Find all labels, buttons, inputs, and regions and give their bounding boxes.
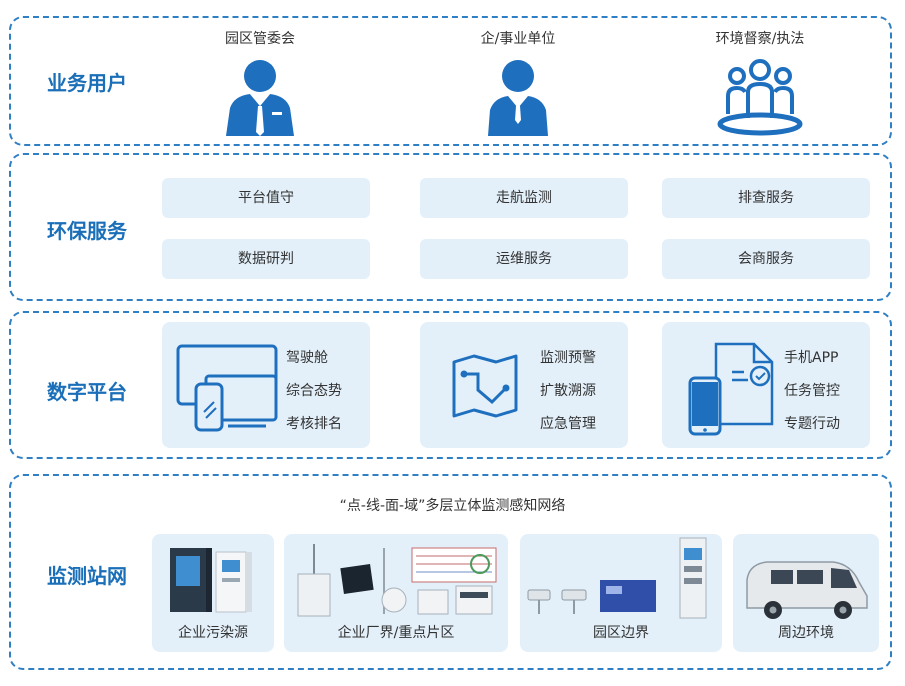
platform-title: 数字平台 — [47, 380, 127, 404]
platform-item[interactable]: 扩散溯源 — [540, 383, 596, 399]
site-enterprise-source: 企业污染源 — [152, 534, 274, 652]
group-icon — [717, 59, 803, 136]
official-person-icon — [226, 60, 294, 136]
site-label: 园区边界 — [593, 625, 649, 641]
business-person-icon — [488, 60, 548, 136]
service-consultation[interactable]: 会商服务 — [662, 239, 870, 279]
user-label: 环境督察/执法 — [715, 31, 805, 47]
services-panel — [9, 153, 892, 301]
user-inspection: 环境督察/执法 — [670, 28, 850, 136]
user-label: 园区管委会 — [225, 31, 295, 47]
platform-dashboard-group: 驾驶舱 综合态势 考核排名 — [162, 322, 370, 448]
network-panel — [9, 474, 892, 670]
site-enterprise-boundary: 企业厂界/重点片区 — [284, 534, 508, 652]
site-park-boundary: 园区边界 — [520, 534, 722, 652]
platform-item[interactable]: 手机APP — [784, 350, 839, 366]
service-mobile-monitoring[interactable]: 走航监测 — [420, 178, 628, 218]
boundary-equipment-icon — [297, 544, 497, 617]
user-park-committee: 园区管委会 — [170, 28, 350, 136]
mobile-app-icon — [688, 342, 774, 436]
users-panel — [9, 16, 892, 146]
network-title: 监测站网 — [47, 564, 127, 588]
users-title: 业务用户 — [47, 71, 127, 95]
optical-monitor-icon — [527, 537, 707, 619]
service-data-analysis[interactable]: 数据研判 — [162, 239, 370, 279]
platform-mobile-group: 手机APP 任务管控 专题行动 — [662, 322, 870, 448]
platform-item[interactable]: 考核排名 — [286, 416, 342, 432]
platform-panel — [9, 311, 892, 459]
site-label: 周边环境 — [778, 625, 834, 641]
monitoring-vehicle-icon — [746, 561, 868, 619]
site-label: 企业污染源 — [178, 625, 248, 641]
user-label: 企/事业单位 — [480, 31, 556, 47]
platform-item[interactable]: 应急管理 — [540, 416, 596, 432]
platform-item[interactable]: 任务管控 — [784, 383, 840, 399]
network-caption: “点-线-面-域”多层立体监测感知网络 — [339, 498, 566, 514]
user-enterprise: 企/事业单位 — [428, 28, 608, 136]
site-surroundings: 周边环境 — [733, 534, 879, 652]
platform-warning-group: 监测预警 扩散溯源 应急管理 — [420, 322, 628, 448]
platform-item[interactable]: 监测预警 — [540, 350, 596, 366]
map-route-icon — [452, 354, 518, 418]
service-operation[interactable]: 运维服务 — [420, 239, 628, 279]
site-label: 企业厂界/重点片区 — [337, 625, 455, 641]
service-platform-watch[interactable]: 平台值守 — [162, 178, 370, 218]
monitoring-cabinet-icon — [170, 548, 252, 613]
platform-item[interactable]: 专题行动 — [784, 416, 840, 432]
devices-icon — [176, 344, 278, 432]
platform-item[interactable]: 综合态势 — [286, 383, 342, 399]
service-inspection[interactable]: 排查服务 — [662, 178, 870, 218]
services-title: 环保服务 — [47, 219, 127, 243]
platform-item[interactable]: 驾驶舱 — [286, 350, 328, 366]
